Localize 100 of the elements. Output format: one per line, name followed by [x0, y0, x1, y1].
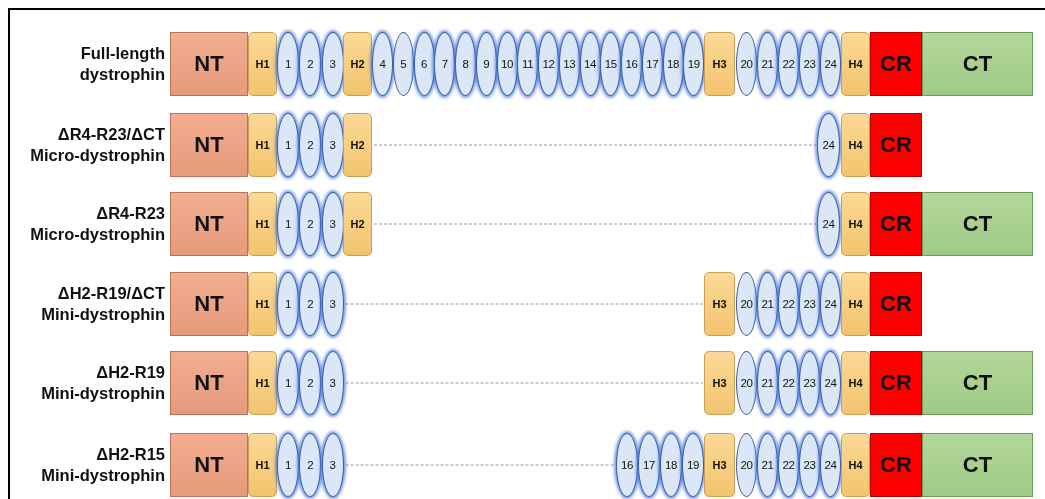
- repeat-oval: 23: [799, 272, 820, 336]
- hinge-box: H1: [248, 113, 277, 177]
- repeat-oval: 22: [778, 272, 799, 336]
- repeat-oval: 3: [321, 351, 344, 415]
- domain-box: CT: [922, 32, 1033, 96]
- row-label: ΔR4-R23/ΔCT Micro-dystrophin: [29, 124, 165, 166]
- repeat-oval: 13: [558, 32, 580, 96]
- hinge-box: H1: [248, 192, 277, 256]
- hinge-box: H4: [841, 192, 870, 256]
- repeat-oval: 2: [299, 192, 322, 256]
- repeat-oval: 24: [817, 113, 840, 177]
- hinge-box: H3: [704, 433, 735, 497]
- repeat-oval: 23: [799, 433, 820, 497]
- repeat-oval: 20: [736, 32, 757, 96]
- domain-box: CR: [870, 351, 922, 415]
- domain-box: NT: [170, 433, 248, 497]
- repeat-oval: 19: [683, 32, 705, 96]
- repeat-oval: 23: [799, 351, 820, 415]
- hinge-box: H4: [841, 113, 870, 177]
- repeat-oval: 24: [817, 192, 840, 256]
- dashed-connector: [373, 144, 817, 146]
- hinge-box: H1: [248, 272, 277, 336]
- domain-box: CT: [922, 351, 1033, 415]
- domain-box: NT: [170, 351, 248, 415]
- domain-box: CT: [922, 192, 1033, 256]
- domain-box: CR: [870, 433, 922, 497]
- repeat-oval: 8: [455, 32, 476, 96]
- repeat-oval: 24: [820, 351, 841, 415]
- dashed-connector: [345, 303, 704, 305]
- repeat-oval: 2: [299, 32, 322, 96]
- repeat-oval: 20: [736, 351, 757, 415]
- hinge-box: H1: [248, 433, 277, 497]
- repeat-oval: 19: [682, 433, 704, 497]
- hinge-box: H4: [841, 272, 870, 336]
- repeat-oval: 11: [517, 32, 539, 96]
- repeat-oval: 6: [413, 32, 435, 96]
- repeat-oval: 12: [538, 32, 559, 96]
- repeat-oval: 17: [638, 433, 660, 497]
- repeat-oval: 23: [799, 32, 820, 96]
- domain-box: NT: [170, 32, 248, 96]
- dashed-connector: [373, 223, 817, 225]
- repeat-oval: 20: [736, 433, 757, 497]
- domain-box: NT: [170, 192, 248, 256]
- repeat-oval: 3: [321, 32, 344, 96]
- row-label: ΔH2-R19/ΔCT Mini-dystrophin: [40, 283, 165, 325]
- repeat-oval: 20: [736, 272, 757, 336]
- repeat-oval: 10: [496, 32, 518, 96]
- repeat-oval: 21: [757, 433, 778, 497]
- repeat-oval: 22: [778, 433, 799, 497]
- hinge-box: H2: [343, 32, 372, 96]
- repeat-oval: 3: [321, 433, 344, 497]
- hinge-box: H2: [343, 113, 372, 177]
- repeat-oval: 15: [600, 32, 622, 96]
- repeat-oval: 21: [757, 272, 778, 336]
- row-label: ΔR4-R23 Micro-dystrophin: [29, 203, 165, 245]
- repeat-oval: 2: [299, 351, 322, 415]
- repeat-oval: 1: [277, 32, 299, 96]
- repeat-oval: 14: [579, 32, 601, 96]
- repeat-oval: 4: [372, 32, 393, 96]
- repeat-oval: 5: [392, 32, 414, 96]
- hinge-box: H4: [841, 351, 870, 415]
- domain-box: CR: [870, 32, 922, 96]
- domain-box: CT: [922, 433, 1033, 497]
- hinge-box: H4: [841, 32, 870, 96]
- repeat-oval: 22: [778, 351, 799, 415]
- repeat-oval: 3: [321, 113, 344, 177]
- hinge-box: H2: [343, 192, 372, 256]
- repeat-oval: 1: [277, 433, 299, 497]
- repeat-oval: 21: [757, 32, 778, 96]
- domain-box: CR: [870, 113, 922, 177]
- domain-box: NT: [170, 272, 248, 336]
- repeat-oval: 24: [820, 272, 841, 336]
- hinge-box: H3: [704, 351, 735, 415]
- domain-box: NT: [170, 113, 248, 177]
- repeat-oval: 9: [475, 32, 497, 96]
- repeat-oval: 1: [277, 113, 299, 177]
- hinge-box: H1: [248, 32, 277, 96]
- repeat-oval: 7: [434, 32, 456, 96]
- repeat-oval: 16: [616, 433, 638, 497]
- repeat-oval: 3: [321, 272, 344, 336]
- hinge-box: H4: [841, 433, 870, 497]
- repeat-oval: 24: [820, 433, 841, 497]
- dashed-connector: [345, 382, 704, 384]
- repeat-oval: 2: [299, 272, 322, 336]
- hinge-box: H1: [248, 351, 277, 415]
- domain-box: CR: [870, 192, 922, 256]
- repeat-oval: 21: [757, 351, 778, 415]
- row-label: ΔH2-R19 Mini-dystrophin: [40, 362, 165, 404]
- repeat-oval: 1: [277, 351, 299, 415]
- repeat-oval: 2: [299, 113, 322, 177]
- hinge-box: H3: [704, 272, 735, 336]
- row-label: ΔH2-R15 Mini-dystrophin: [40, 444, 165, 486]
- repeat-oval: 1: [277, 272, 299, 336]
- repeat-oval: 16: [621, 32, 642, 96]
- repeat-oval: 18: [662, 32, 684, 96]
- domain-box: CR: [870, 272, 922, 336]
- repeat-oval: 1: [277, 192, 299, 256]
- repeat-oval: 22: [778, 32, 799, 96]
- repeat-oval: 2: [299, 433, 322, 497]
- repeat-oval: 17: [641, 32, 663, 96]
